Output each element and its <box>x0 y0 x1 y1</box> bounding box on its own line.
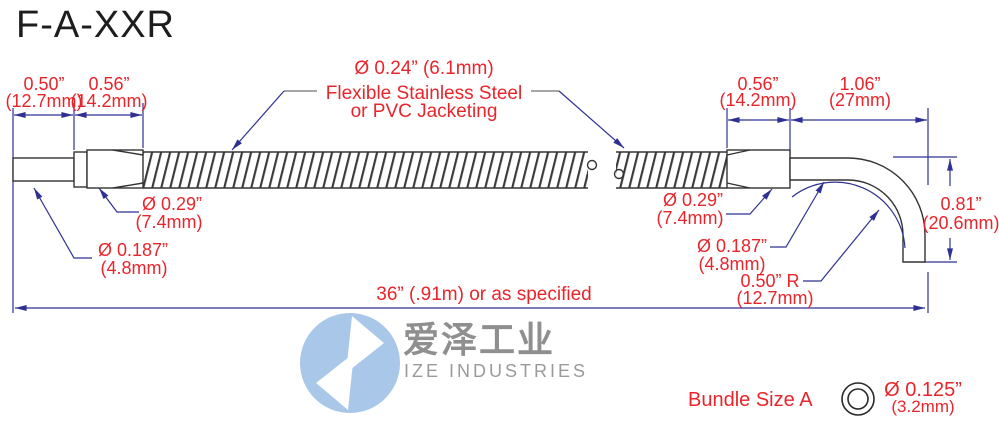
dim-right-056-in: 0.56” <box>737 74 778 94</box>
jacket-diameter-label: Ø 0.24” (6.1mm) <box>354 58 493 79</box>
bundle-size-label: Bundle Size A <box>688 389 813 411</box>
bundle-dia-mm: (3.2mm) <box>891 397 954 416</box>
bend-radius-arc <box>791 181 906 249</box>
jacket-material-label-line2: or PVC Jacketing <box>351 101 498 122</box>
left-sleeve <box>86 149 144 189</box>
left-tip-ferrule <box>12 157 75 182</box>
dim-left-056-in: 0.56” <box>88 74 129 94</box>
left-ferrule-dia-in: Ø 0.29” <box>142 194 202 214</box>
leader-jacket-right <box>558 90 625 149</box>
flexible-conduit-right <box>616 152 727 188</box>
bend-drop-in: 0.81” <box>940 194 981 214</box>
right-tip-dia-in: Ø 0.187” <box>697 236 767 256</box>
dim-right-056-mm: (14.2mm) <box>719 90 796 110</box>
part-number-title: F-A-XXR <box>16 4 175 46</box>
dim-right-106-mm: (27mm) <box>829 90 891 110</box>
dim-right-106-in: 1.06” <box>839 74 880 94</box>
flexible-conduit-left <box>143 152 588 188</box>
sleeve-taper <box>112 182 144 189</box>
left-tip-dia-mm: (4.8mm) <box>101 258 168 278</box>
watermark-pinwheel-icon <box>316 353 354 410</box>
watermark-pinwheel-icon <box>346 316 384 373</box>
right-ferrule-dia-in: Ø 0.29” <box>663 190 723 210</box>
watermark-company-name-cn: 爱泽工业 <box>403 319 555 360</box>
leader-jacket-left <box>231 90 285 151</box>
left-tip-dia-in: Ø 0.187” <box>98 240 168 260</box>
jacket-material-label-line1: Flexible Stainless Steel <box>326 83 522 104</box>
right-sleeve <box>726 149 791 189</box>
bend-radius-in: 0.50” R <box>740 271 799 291</box>
dimension-lines <box>13 112 953 311</box>
leader-bend-radius <box>803 209 880 282</box>
bend-radius-mm: (12.7mm) <box>736 288 813 308</box>
watermark-company-name-en: IZE INDUSTRIES <box>404 361 588 381</box>
dim-left-050-in: 0.50” <box>23 74 64 94</box>
cable-body <box>12 149 926 263</box>
dim-left-050-mm: (12.7mm) <box>5 91 82 111</box>
bend-drop-mm: (20.6mm) <box>922 213 999 233</box>
sleeve-taper <box>726 182 751 189</box>
right-tip-dia-mm: (4.8mm) <box>699 254 766 274</box>
break-curl <box>613 168 625 180</box>
extension-lines <box>12 103 957 313</box>
bundle-core-icon <box>847 388 869 410</box>
bundle-size-legend: Bundle Size A Ø 0.125” (3.2mm) <box>688 379 962 416</box>
dim-left-056-mm: (14.2mm) <box>70 91 147 111</box>
leader-right-tip-dia <box>770 181 825 248</box>
sleeve-taper <box>112 149 144 156</box>
watermark-logo: 爱泽工业 IZE INDUSTRIES <box>300 313 588 413</box>
leader-left-tip-dia <box>33 187 92 259</box>
break-curl <box>586 159 598 171</box>
bundle-dia-in: Ø 0.125” <box>884 379 962 401</box>
sleeve-taper <box>726 149 751 156</box>
right-ferrule-dia-mm: (7.4mm) <box>657 208 724 228</box>
left-flange <box>73 151 88 188</box>
leader-lines <box>33 90 880 282</box>
leader-left-ferrule-dia <box>98 187 139 213</box>
right-bent-tip-tube <box>789 157 926 263</box>
left-ferrule-dia-mm: (7.4mm) <box>136 212 203 232</box>
overall-length-label: 36” (.91m) or as specified <box>376 284 591 305</box>
dimension-texts: 0.50” (12.7mm) 0.56” (14.2mm) Ø 0.24” (6… <box>5 58 999 308</box>
leader-right-ferrule-dia <box>726 188 773 215</box>
